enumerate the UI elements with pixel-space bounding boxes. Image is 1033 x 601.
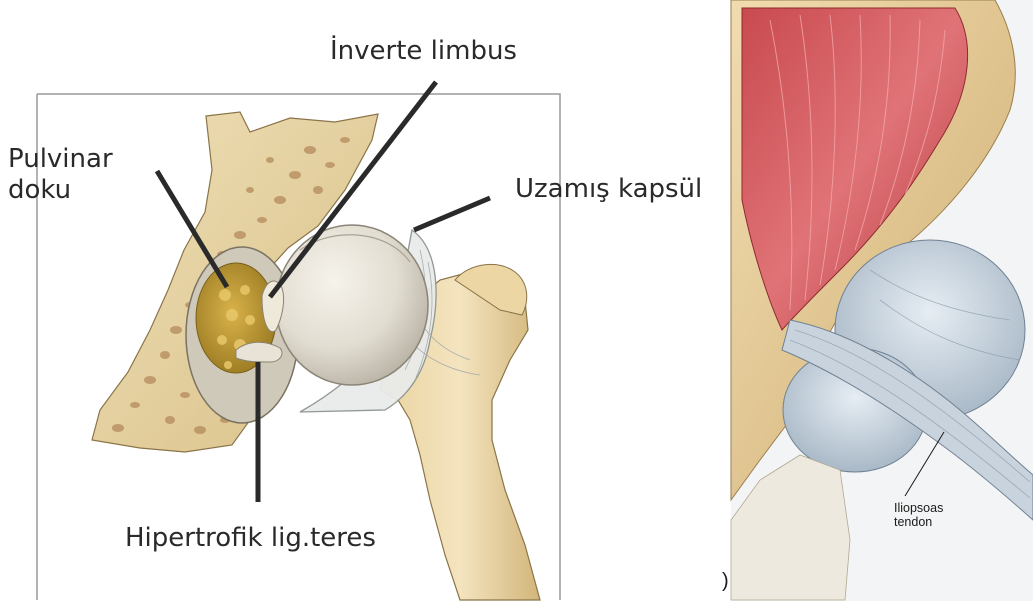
- label-pulvinar-line2: doku: [8, 175, 113, 206]
- label-pulvinar-line1: Pulvinar: [8, 144, 113, 175]
- femoral-head: [276, 225, 428, 385]
- label-iliopsoas-tendon: Iliopsoas tendon: [894, 501, 943, 530]
- label-uzamis-kapsul: Uzamış kapsül: [515, 174, 702, 205]
- ligamentum-teres: [236, 342, 282, 362]
- label-iliopsoas-line2: tendon: [894, 515, 943, 529]
- label-pulvinar-doku: Pulvinar doku: [8, 144, 113, 206]
- label-iliopsoas-line1: Iliopsoas: [894, 501, 943, 515]
- right-illustration: [731, 0, 1033, 601]
- label-hipertrofik-lig-teres: Hipertrofik lig.teres: [125, 523, 376, 554]
- label-inverte-limbus: İnverte limbus: [330, 36, 517, 67]
- cropped-caption-fragment: ): [722, 570, 729, 593]
- leader-uzamis-kapsul: [414, 198, 490, 230]
